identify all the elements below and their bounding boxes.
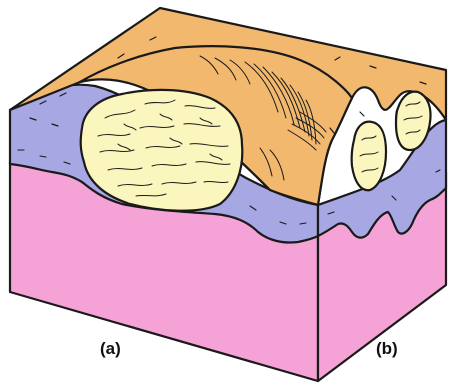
panel-label-a: (a) [100, 339, 121, 359]
lesion-b-mass-left [352, 122, 386, 191]
lesion-a-mass [81, 90, 243, 211]
panel-label-b: (b) [376, 339, 398, 359]
